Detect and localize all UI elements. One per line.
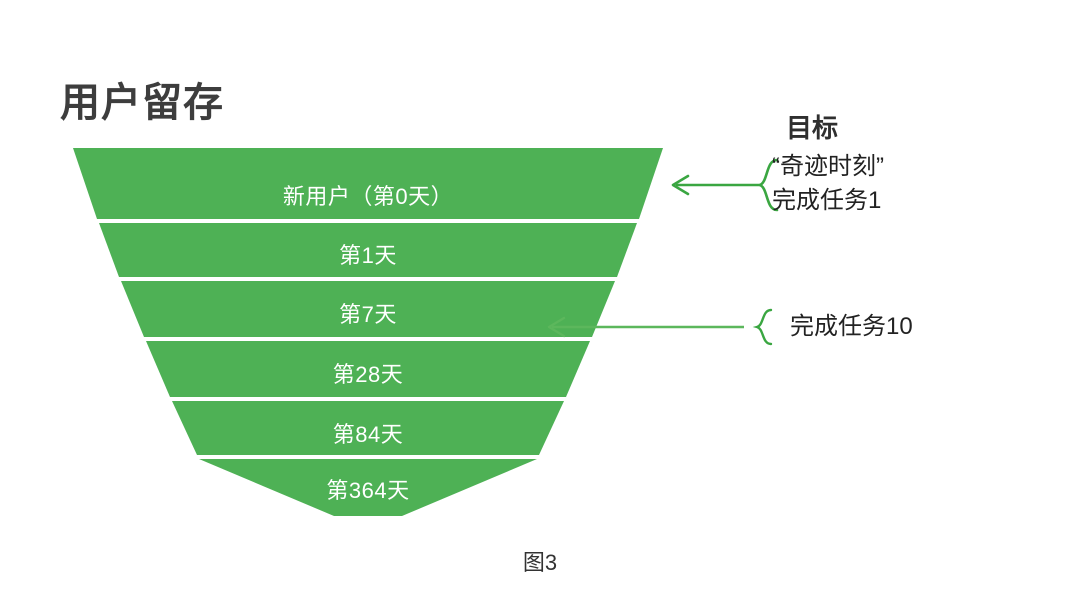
connector-arrow-2 [547, 308, 773, 346]
funnel-segment-5[interactable] [172, 401, 564, 455]
funnel-label-5: 第84天 [332, 422, 404, 447]
funnel-segment-2[interactable] [99, 223, 637, 277]
funnel-segment-3[interactable] [121, 281, 615, 337]
funnel-label-2: 第1天 [339, 243, 397, 268]
annotation-miracle-moment: “奇迹时刻” [772, 153, 884, 180]
annotation-task-10: 完成任务10 [790, 313, 913, 340]
funnel-segment-1[interactable] [73, 148, 663, 219]
funnel-label-4: 第28天 [332, 362, 404, 387]
funnel-label-1: 新用户（第0天） [282, 184, 454, 209]
funnel-label-6: 第364天 [326, 478, 410, 503]
funnel-segment-4[interactable] [146, 341, 590, 397]
annotation-task-1: 完成任务1 [772, 187, 882, 214]
page-title: 用户留存 [60, 81, 224, 125]
annotation-heading-target: 目标 [786, 113, 839, 143]
figure-caption: 图3 [522, 550, 558, 575]
funnel-segment-6[interactable] [199, 459, 537, 516]
connector-arrow-1 [671, 158, 779, 212]
funnel-label-3: 第7天 [339, 302, 397, 327]
